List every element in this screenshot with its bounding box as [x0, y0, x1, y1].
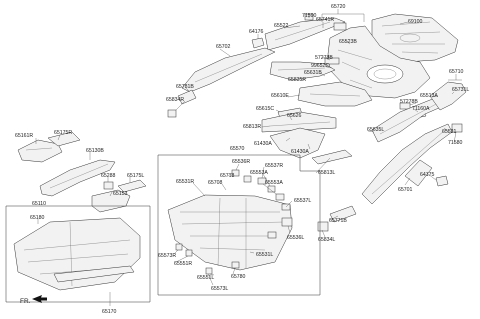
part-65631B-rail: [269, 57, 340, 81]
label-65521: 65521: [442, 129, 457, 135]
label-65813L: 65813L: [318, 170, 335, 176]
part-labels: 65720 65741R 71590 65522 64176 65702 655…: [15, 4, 469, 315]
label-65708: 65708: [208, 180, 223, 186]
label-65180: 65180: [30, 215, 45, 221]
label-61430A-2: 61430A: [291, 149, 309, 155]
label-65175R: 65175R: [54, 130, 72, 136]
label-65536R: 65536R: [232, 159, 250, 165]
label-65631B: 65631B: [304, 70, 322, 76]
label-65110: 65110: [32, 201, 46, 207]
label-65573L: 65573L: [211, 286, 228, 292]
part-65702-side-member: [181, 47, 276, 93]
label-65731L: 65731L: [452, 87, 469, 93]
leader-lines: [35, 9, 462, 306]
label-65553A-1: 65553A: [250, 170, 268, 176]
part-65288-65153-65175L: [91, 179, 147, 213]
label-61430A-1: 61430A: [254, 141, 272, 147]
label-71580: 71580: [448, 140, 463, 146]
label-fr: FR.: [20, 298, 31, 305]
label-65610E: 65610E: [271, 93, 289, 99]
part-65161R-65175R: [17, 131, 81, 163]
label-65537R: 65537R: [265, 163, 283, 169]
label-65531R: 65531R: [176, 179, 194, 185]
label-65710: 65710: [449, 69, 464, 75]
label-65626: 65626: [287, 113, 302, 119]
part-65130B-member: [39, 159, 116, 197]
label-65523B: 65523B: [339, 39, 357, 45]
part-64175-bracket: [435, 175, 449, 187]
part-65710-member: [429, 81, 467, 133]
part-65813R-member: [269, 127, 326, 159]
label-65175L: 65175L: [127, 173, 144, 179]
label-65570: 65570: [230, 146, 245, 152]
label-65536L: 65536L: [287, 235, 304, 241]
label-65720: 65720: [331, 4, 346, 10]
label-65701: 65701: [398, 187, 413, 193]
label-65834R: 65834R: [166, 97, 184, 103]
label-65513A: 65513A: [420, 93, 438, 99]
label-65170: 65170: [102, 309, 117, 315]
label-65573R: 65573R: [158, 253, 176, 259]
label-65615C: 65615C: [256, 106, 274, 112]
label-65288: 65288: [101, 173, 116, 179]
label-65531L: 65531L: [256, 252, 273, 258]
label-65813R: 65813R: [243, 124, 261, 130]
label-65153: 65153: [113, 191, 128, 197]
label-65537L: 65537L: [294, 198, 311, 204]
part-65781B-bracket: [167, 89, 197, 118]
part-65610E-crossmember: [297, 81, 373, 107]
label-65781B: 65781B: [176, 84, 194, 90]
front-arrow: [32, 295, 47, 303]
part-64176-bracket: [251, 37, 265, 49]
group-65110-front-floor: [5, 205, 151, 303]
label-69100: 69100: [408, 19, 423, 25]
label-65551R: 65551R: [174, 261, 192, 267]
part-65701-side-member: [361, 123, 453, 205]
label-65780: 65780: [231, 274, 246, 280]
label-65522: 65522: [274, 23, 289, 29]
part-65813L-member: [311, 149, 353, 165]
label-65835R: 65835R: [288, 77, 306, 83]
label-65130B: 65130B: [86, 148, 104, 154]
label-71590: 71590: [302, 13, 317, 19]
label-65771B: 65771B: [329, 218, 347, 224]
label-65551L: 65551L: [197, 275, 214, 281]
label-64175: 64175: [420, 172, 435, 178]
label-65718: 65718: [220, 173, 235, 179]
label-99657C: 99657C: [311, 63, 329, 69]
label-65161R: 65161R: [15, 133, 33, 139]
label-65553A-2: 65553A: [265, 180, 283, 186]
label-65635L: 65635L: [367, 127, 384, 133]
part-65626-crossmember: [261, 111, 337, 133]
label-64176: 64176: [249, 29, 264, 35]
label-65834L: 65834L: [318, 237, 335, 243]
label-71160A: 71160A: [412, 106, 430, 112]
group-65570-floor-box: [157, 154, 321, 296]
label-57278B-top: 57278B: [315, 55, 333, 61]
label-65702: 65702: [216, 44, 231, 50]
label-57278B-mid: 57278B: [400, 99, 418, 105]
part-65720-rear-floor-pan: [327, 25, 431, 99]
part-65771B: [317, 205, 357, 232]
label-65741R: 65741R: [316, 17, 334, 23]
